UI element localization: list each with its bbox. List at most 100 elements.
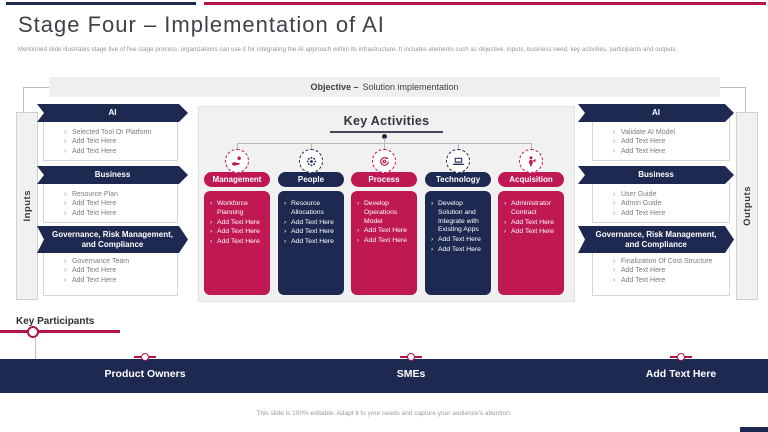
outputs-banner-governance: Governance, Risk Management, and Complia… xyxy=(578,226,734,253)
marker-dot-icon xyxy=(677,353,685,361)
marker-dot-icon xyxy=(141,353,149,361)
inputs-ai-list: Selected Tool Or Platform Add Text Here … xyxy=(60,128,173,157)
list-item: Workforce Planning xyxy=(208,200,268,218)
connector-line xyxy=(311,143,312,150)
activity-pill-people: People xyxy=(278,172,344,187)
list-item: Resource Allocations xyxy=(282,200,342,218)
list-item: Develop Operations Model xyxy=(355,200,415,226)
top-accent-line-left xyxy=(6,2,196,5)
outputs-business-list: User Guide Admin Guide Add Text Here xyxy=(609,190,725,219)
participant-smes: SMEs xyxy=(396,368,426,380)
activity-box-technology: Develop Solution and Integrate with Exis… xyxy=(425,191,491,295)
outputs-governance-list: Finalization Of Cost Structure Add Text … xyxy=(609,257,725,286)
list-item: User Guide xyxy=(609,190,725,200)
list-item: Add Text Here xyxy=(208,228,268,237)
list-item: Add Text Here xyxy=(282,228,342,237)
list-item: Add Text Here xyxy=(60,147,173,157)
hand-coins-icon xyxy=(225,149,249,173)
connector-line xyxy=(384,138,385,143)
list-item: Validate AI Model xyxy=(609,128,725,138)
inputs-banner-business: Business xyxy=(37,166,188,184)
participant-product-owners: Product Owners xyxy=(104,368,186,380)
inputs-business-list: Resource Plan Add Text Here Add Text Her… xyxy=(60,190,173,219)
acquisition-list: Administrator Contract Add Text Here Add… xyxy=(502,200,562,237)
outputs-ai-list: Validate AI Model Add Text Here Add Text… xyxy=(609,128,725,157)
people-group-icon xyxy=(299,149,323,173)
list-item: Admin Guide xyxy=(609,199,725,209)
connector-line xyxy=(384,143,385,150)
inputs-governance-list: Governance Team Add Text Here Add Text H… xyxy=(60,257,173,286)
activity-box-acquisition: Administrator Contract Add Text Here Add… xyxy=(498,191,564,295)
announcer-person-icon xyxy=(519,149,543,173)
participants-bar xyxy=(0,359,768,393)
list-item: Add Text Here xyxy=(208,238,268,247)
inputs-banner-governance: Governance, Risk Management, and Complia… xyxy=(37,226,188,253)
list-item: Selected Tool Or Platform xyxy=(60,128,173,138)
connector-line xyxy=(720,87,746,88)
list-item: Add Text Here xyxy=(60,276,173,286)
inputs-sidebar: Inputs xyxy=(16,112,38,300)
list-item: Add Text Here xyxy=(609,147,725,157)
activity-box-process: Develop Operations Model Add Text Here A… xyxy=(351,191,417,295)
connector-line xyxy=(237,143,238,150)
list-item: Governance Team xyxy=(60,257,173,267)
list-item: Add Text Here xyxy=(208,219,268,228)
connector-dot xyxy=(382,134,387,139)
activity-pill-technology: Technology xyxy=(425,172,491,187)
connector-line xyxy=(35,338,36,359)
list-item: Add Text Here xyxy=(60,266,173,276)
list-item: Add Text Here xyxy=(609,266,725,276)
list-item: Resource Plan xyxy=(60,190,173,200)
slide-subtitle: Mentioned slide illustrates stage five o… xyxy=(18,47,678,53)
list-item: Add Text Here xyxy=(355,237,415,246)
list-item: Add Text Here xyxy=(609,137,725,147)
list-item: Administrator Contract xyxy=(502,200,562,218)
inputs-banner-ai: AI xyxy=(37,104,188,122)
timeline-node-icon xyxy=(27,326,39,338)
list-item: Add Text Here xyxy=(609,276,725,286)
connector-line xyxy=(745,87,746,112)
activity-pill-process: Process xyxy=(351,172,417,187)
footer-note: This slide is 100% editable. Adapt it to… xyxy=(256,410,512,417)
list-item: Add Text Here xyxy=(60,209,173,219)
participant-add-text: Add Text Here xyxy=(645,368,717,380)
objective-label: Objective – xyxy=(310,82,359,92)
technology-list: Develop Solution and Integrate with Exis… xyxy=(429,200,489,255)
list-item: Develop Solution and Integrate with Exis… xyxy=(429,200,489,235)
objective-value: Solution implementation xyxy=(362,82,459,92)
connector-line xyxy=(23,87,24,113)
list-item: Add Text Here xyxy=(282,238,342,247)
key-activities-title: Key Activities xyxy=(329,114,444,133)
management-list: Workforce Planning Add Text Here Add Tex… xyxy=(208,200,268,247)
list-item: Add Text Here xyxy=(609,209,725,219)
key-participants-underline xyxy=(0,330,120,333)
list-item: Add Text Here xyxy=(429,236,489,245)
marker-dot-icon xyxy=(407,353,415,361)
activity-box-people: Resource Allocations Add Text Here Add T… xyxy=(278,191,344,295)
people-list: Resource Allocations Add Text Here Add T… xyxy=(282,200,342,247)
outputs-banner-business: Business xyxy=(578,166,734,184)
key-participants-title: Key Participants xyxy=(16,316,95,327)
process-list: Develop Operations Model Add Text Here A… xyxy=(355,200,415,246)
page-title: Stage Four – Implementation of AI xyxy=(18,12,385,37)
list-item: Add Text Here xyxy=(502,228,562,237)
process-cycle-icon xyxy=(372,149,396,173)
list-item: Add Text Here xyxy=(60,137,173,147)
activity-pill-acquisition: Acquisition xyxy=(498,172,564,187)
list-item: Add Text Here xyxy=(429,246,489,255)
connector-line xyxy=(531,143,532,150)
laptop-icon xyxy=(446,149,470,173)
list-item: Add Text Here xyxy=(60,199,173,209)
connector-line xyxy=(23,87,49,88)
outputs-label: Outputs xyxy=(741,186,753,226)
list-item: Add Text Here xyxy=(355,227,415,236)
activity-pill-management: Management xyxy=(204,172,270,187)
corner-accent xyxy=(740,427,768,432)
activity-box-management: Workforce Planning Add Text Here Add Tex… xyxy=(204,191,270,295)
list-item: Add Text Here xyxy=(282,219,342,228)
outputs-sidebar: Outputs xyxy=(736,112,758,300)
inputs-label: Inputs xyxy=(21,190,33,222)
list-item: Add Text Here xyxy=(502,219,562,228)
list-item: Finalization Of Cost Structure xyxy=(609,257,725,267)
